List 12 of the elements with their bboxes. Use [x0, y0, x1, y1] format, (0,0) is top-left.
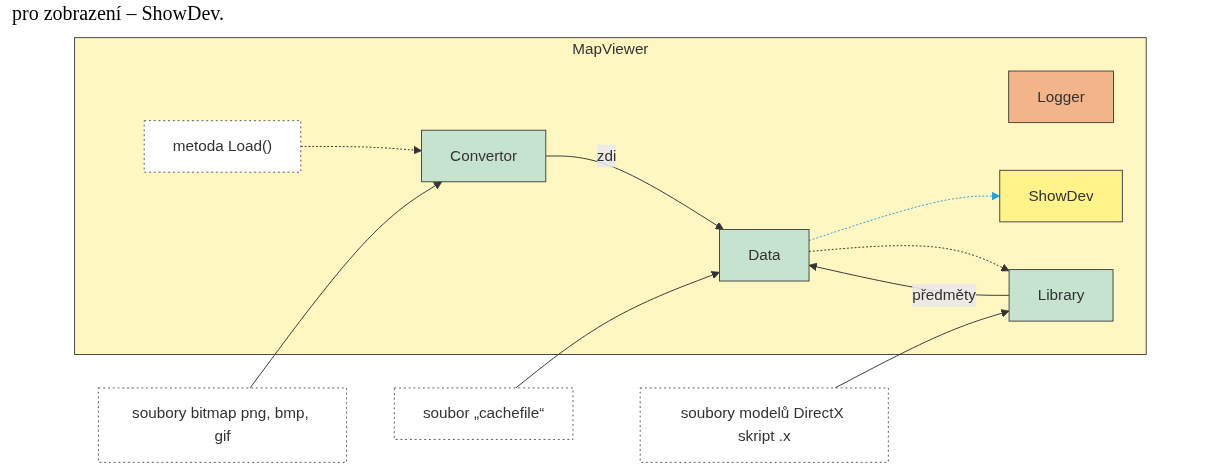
node-box: metoda Load(): [143, 120, 302, 173]
edge-label: předměty: [912, 286, 976, 303]
node-box: Logger: [1008, 70, 1115, 124]
edge-label: zdi: [596, 147, 617, 164]
node-box: soubory modelů DirectX skript .x: [639, 387, 889, 463]
note-text: pro zobrazení – ShowDev.: [12, 2, 224, 24]
node-box: soubory bitmap png, bmp, gif: [98, 387, 348, 463]
node-box: Data: [719, 229, 810, 282]
node-box: ShowDev: [999, 169, 1123, 223]
node-box: Convertor: [421, 129, 547, 183]
node-box: Library: [1008, 269, 1114, 322]
node-box: soubor „cachefile“: [393, 387, 574, 440]
